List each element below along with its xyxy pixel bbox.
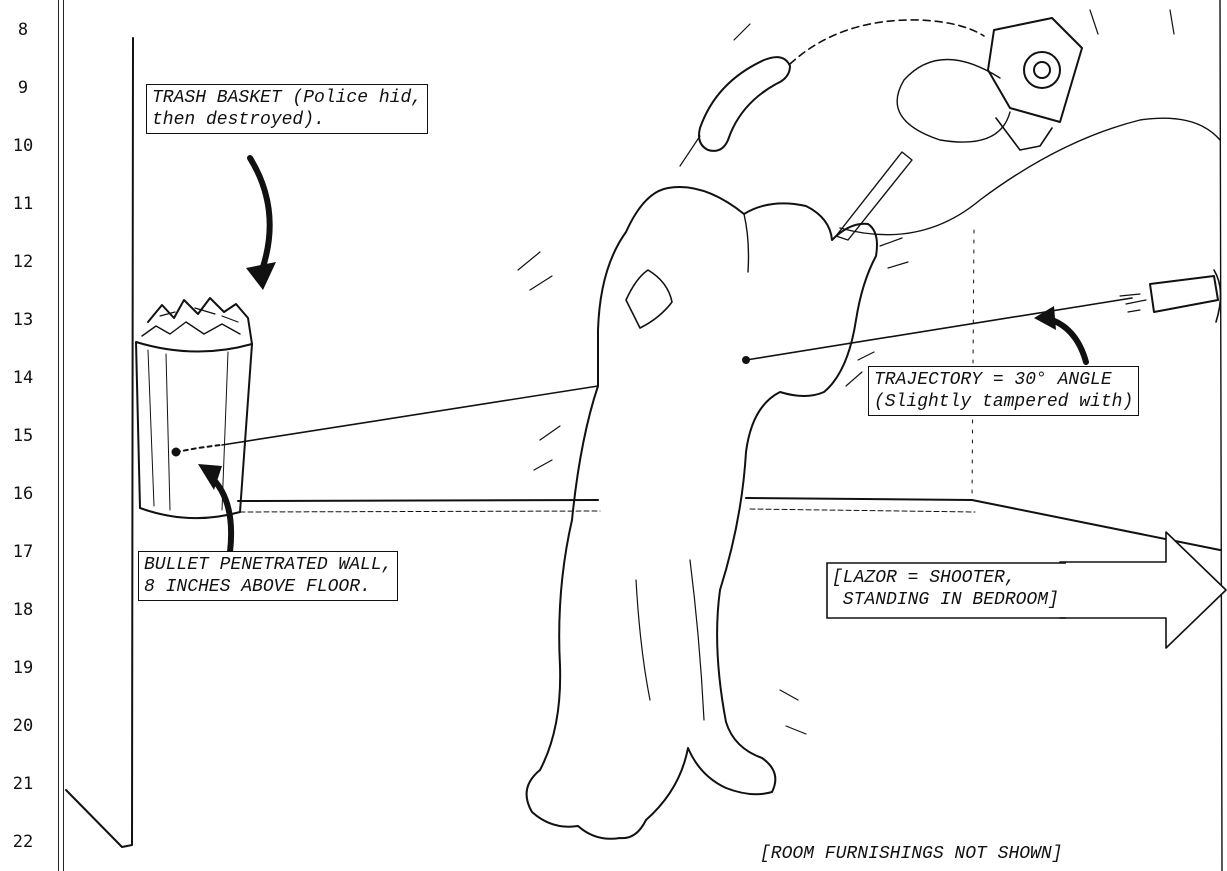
floor-lines	[237, 229, 1221, 551]
shooter-label: [LAZOR = SHOOTER, STANDING IN BEDROOM]	[826, 562, 1065, 616]
line-number: 11	[12, 194, 34, 214]
gutter-rule	[63, 0, 64, 871]
line-number: 18	[12, 600, 34, 620]
trash-basket-label: TRASH BASKET (Police hid, then destroyed…	[146, 84, 429, 134]
line-number: 15	[12, 426, 34, 446]
line-number: 20	[12, 716, 34, 736]
line-number: 21	[12, 774, 34, 794]
trajectory-line	[221, 297, 1133, 446]
trajectory-label-line: (Slightly tampered with)	[874, 392, 1134, 412]
shooter-label-line: STANDING IN BEDROOM]	[832, 590, 1059, 610]
line-number: 8	[17, 20, 29, 40]
line-number: 13	[12, 310, 34, 330]
bullet-wall-label-line: BULLET PENETRATED WALL,	[144, 555, 393, 575]
trajectory-label-line: TRAJECTORY = 30° ANGLE	[874, 370, 1112, 390]
shooter-gun-drawing	[1119, 269, 1222, 323]
gutter-rule	[58, 0, 59, 871]
shooter-label-frame	[826, 562, 1066, 619]
trajectory-label: TRAJECTORY = 30° ANGLE (Slightly tampere…	[868, 366, 1140, 416]
victim-figure	[517, 186, 909, 840]
line-number: 9	[17, 78, 29, 98]
furnishings-caption: [ROOM FURNISHINGS NOT SHOWN]	[760, 844, 1063, 864]
line-number: 16	[12, 484, 34, 504]
bullet-wall-label: BULLET PENETRATED WALL, 8 INCHES ABOVE F…	[138, 551, 399, 601]
trash-basket-label-line: then destroyed).	[152, 110, 325, 130]
line-number: 14	[12, 368, 34, 388]
line-number: 10	[12, 136, 34, 156]
shooter-label-line: [LAZOR = SHOOTER,	[832, 568, 1016, 588]
line-number: 19	[12, 658, 34, 678]
line-number: 17	[12, 542, 34, 562]
bullet-wall-label-line: 8 INCHES ABOVE FLOOR.	[144, 577, 371, 597]
callout-arrows	[198, 155, 1227, 649]
wall-frame	[65, 0, 1223, 871]
trash-basket-drawing	[135, 297, 253, 520]
flying-telephone-drawing	[679, 9, 1221, 241]
trash-basket-label-line: TRASH BASKET (Police hid,	[152, 88, 423, 108]
line-number-gutter: 8 9 10 11 12 13 14 15 16 17 18 19 20 21 …	[0, 0, 58, 871]
line-number: 12	[12, 252, 34, 272]
line-number: 22	[12, 832, 34, 852]
